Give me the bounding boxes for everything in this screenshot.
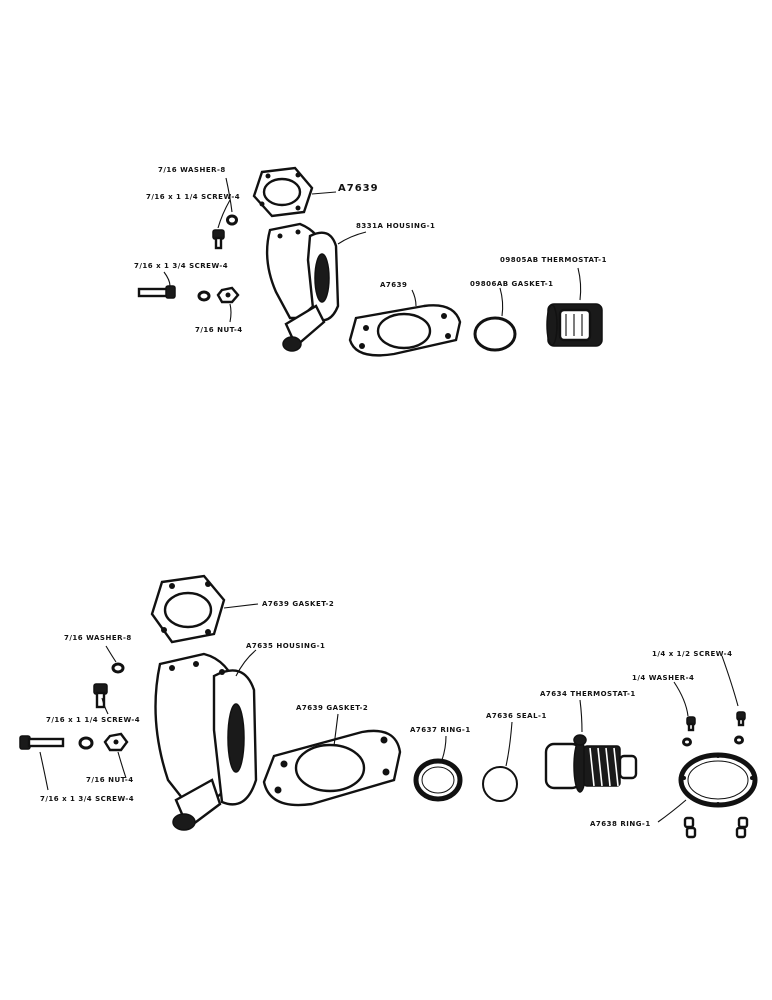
bottom-nut-label: 7/16 NUT-4 [86,776,134,784]
top-gasket-label: A7639 [338,183,379,194]
bottom-small-washer-2 [734,735,744,745]
top-screw-short-label: 7/16 x 1 1/4 SCREW-4 [146,193,241,201]
bottom-bolt-heads [683,816,749,839]
top-housing [265,222,340,352]
bottom-leader-lines [39,603,739,823]
bottom-housing-label: A7635 HOUSING-1 [246,642,326,650]
bottom-gasket-label: A7639 GASKET-2 [262,600,335,608]
bottom-hex-gasket [150,574,226,644]
bottom-screw-short-label: 7/16 x 1 1/4 SCREW-4 [46,716,141,724]
bottom-screw-long [19,735,65,750]
bottom-washer-shape [111,662,125,674]
top-small-gasket [473,316,517,352]
bottom-small-screw-label: 1/4 x 1/2 SCREW-4 [652,650,733,658]
bottom-housing [154,652,258,831]
bottom-screw-short [93,683,108,709]
top-washer-shape [226,214,238,226]
bottom-screw-long-label: 7/16 x 1 3/4 SCREW-4 [40,795,135,803]
bottom-small-washer-1 [682,737,692,747]
bottom-mid-gasket [262,729,402,807]
top-nut-label: 7/16 NUT-4 [195,326,243,334]
bottom-thermostat-label: A7634 THERMOSTAT-1 [540,690,636,698]
bottom-seal [482,766,518,802]
bottom-washer-label: 7/16 WASHER-8 [64,634,132,642]
top-thermostat-label: 09805AB THERMOSTAT-1 [500,256,607,264]
bottom-ring-small-label: A7637 RING-1 [410,726,471,734]
bottom-small-screw-1 [686,716,696,732]
top-screw-long-label: 7/16 x 1 3/4 SCREW-4 [134,262,229,270]
top-washer-label: 7/16 WASHER-8 [158,166,226,174]
top-hex-gasket [252,166,314,218]
bottom-ring-large-label: A7638 RING-1 [590,820,651,828]
top-thermostat [546,303,603,347]
bottom-mid-gasket-label: A7639 GASKET-2 [296,704,369,712]
top-mid-gasket [348,304,462,357]
bottom-small-screw-2 [736,711,746,727]
bottom-small-washer-label: 1/4 WASHER-4 [632,674,695,682]
bottom-ring-small [413,758,463,802]
top-diagram [137,166,603,357]
top-screw-long [137,285,176,299]
bottom-seal-label: A7636 SEAL-1 [486,712,547,720]
top-housing-label: 8331A HOUSING-1 [356,222,436,230]
bottom-ring-large [678,752,758,808]
bottom-washer-shape-2 [78,736,94,750]
bottom-thermostat [544,734,638,793]
bottom-diagram [19,574,758,839]
top-small-gasket-label: 09806AB GASKET-1 [470,280,554,288]
top-washer-shape-2 [197,290,211,302]
top-mid-gasket-label: A7639 [380,281,408,289]
bottom-nut-shape [103,732,129,752]
top-screw-short [212,229,225,250]
top-nut-shape [216,286,240,304]
top-leader-lines [163,177,582,323]
